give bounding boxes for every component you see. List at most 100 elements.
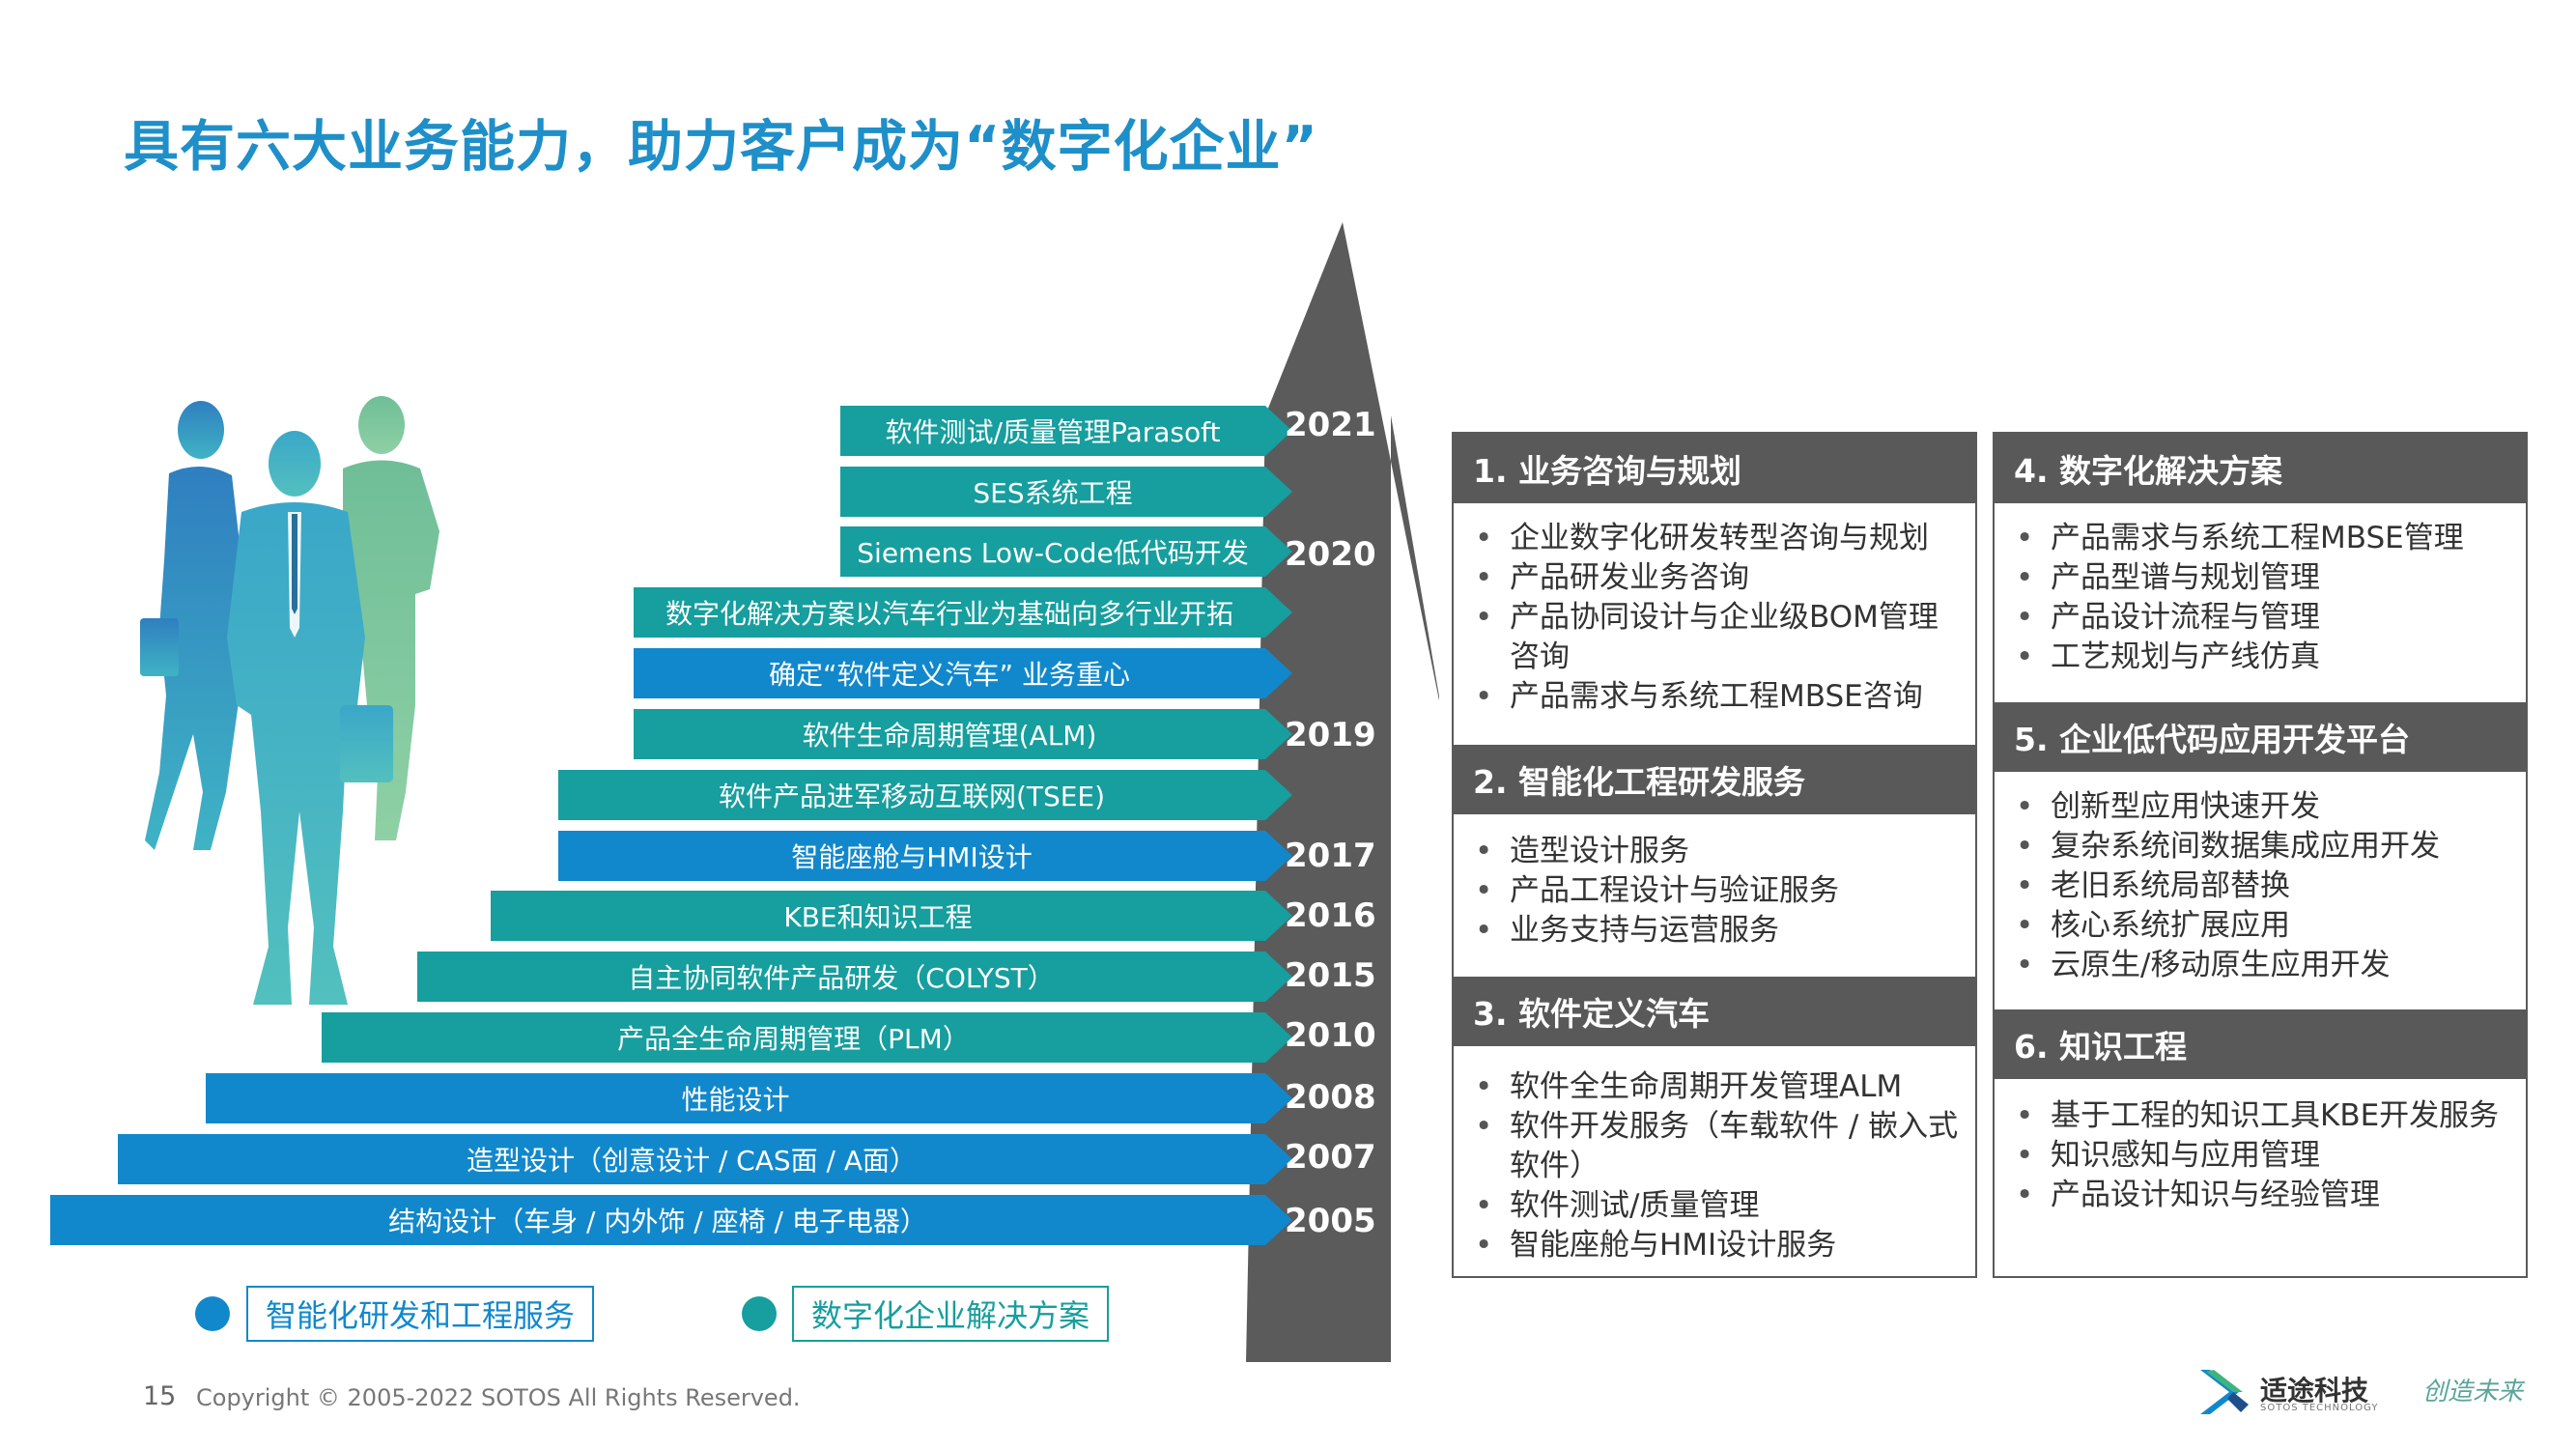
panel-list: 创新型应用快速开发 复杂系统间数据集成应用开发 老旧系统局部替换 核心系统扩展应… <box>1995 787 2526 985</box>
year-label: 2019 <box>1285 716 1376 754</box>
bar-label: 智能座舱与HMI设计 <box>791 841 1033 873</box>
bar-label: 软件生命周期管理(ALM) <box>802 720 1097 752</box>
timeline-bar: 造型设计（创意设计 / CAS面 / A面） <box>118 1134 1292 1184</box>
company-logo-subtitle: SOTOS TECHNOLOGY <box>2260 1403 2379 1413</box>
panel-title: 5. 企业低代码应用开发平台 <box>1995 702 2526 772</box>
capability-panel-left: 1. 业务咨询与规划 企业数字化研发转型咨询与规划 产品研发业务咨询 产品协同设… <box>1452 432 1977 1278</box>
year-label: 2010 <box>1285 1016 1376 1055</box>
list-item: 产品型谱与规划管理 <box>2016 558 2512 598</box>
people-silhouette-illustration <box>140 396 439 1005</box>
company-logo-name: 适途科技 <box>2260 1375 2369 1406</box>
timeline-bar: 自主协同软件产品研发（COLYST） <box>417 952 1292 1002</box>
legend-teal-dot <box>742 1296 777 1331</box>
bar-arrow-tip <box>1265 648 1292 698</box>
bar-arrow-tip <box>1265 1195 1292 1245</box>
legend-blue-label: 智能化研发和工程服务 <box>246 1286 595 1342</box>
year-label: 2007 <box>1285 1138 1376 1177</box>
list-item: 基于工程的知识工具KBE开发服务 <box>2016 1096 2512 1136</box>
list-item: 软件测试/质量管理 <box>1475 1186 1962 1226</box>
panel-list: 企业数字化研发转型咨询与规划 产品研发业务咨询 产品协同设计与企业级BOM管理咨… <box>1454 519 1975 717</box>
timeline-bar: 性能设计 <box>206 1073 1292 1123</box>
panel-list: 基于工程的知识工具KBE开发服务 知识感知与应用管理 产品设计知识与经验管理 <box>1995 1096 2526 1215</box>
list-item: 复杂系统间数据集成应用开发 <box>2016 827 2512 867</box>
year-label: 2005 <box>1285 1202 1376 1240</box>
bar-arrow-tip <box>1265 709 1292 759</box>
list-item: 产品设计知识与经验管理 <box>2016 1176 2512 1215</box>
timeline-bar: 软件测试/质量管理Parasoft <box>840 406 1292 456</box>
list-item: 工艺规划与产线仿真 <box>2016 638 2512 677</box>
page-number: 15 <box>143 1381 177 1411</box>
list-item: 知识感知与应用管理 <box>2016 1136 2512 1176</box>
year-label: 2021 <box>1285 406 1376 444</box>
timeline-bar: 数字化解决方案以汽车行业为基础向多行业开拓 <box>634 587 1292 638</box>
bar-label: Siemens Low-Code低代码开发 <box>857 537 1249 569</box>
list-item: 软件开发服务（车载软件 / 嵌入式软件） <box>1475 1107 1962 1186</box>
timeline-bar: KBE和知识工程 <box>491 891 1292 941</box>
timeline-bar: 软件产品进军移动互联网(TSEE) <box>558 770 1292 820</box>
copyright-text: Copyright © 2005-2022 SOTOS All Rights R… <box>196 1384 801 1411</box>
bar-arrow-tip <box>1265 1073 1292 1123</box>
bar-label: 造型设计（创意设计 / CAS面 / A面） <box>466 1145 918 1177</box>
bar-arrow-tip <box>1265 770 1292 820</box>
bar-label: 软件产品进军移动互联网(TSEE) <box>718 781 1106 812</box>
panel-title: 1. 业务咨询与规划 <box>1454 434 1975 503</box>
list-item: 业务支持与运营服务 <box>1475 911 1962 951</box>
panel-list: 软件全生命周期开发管理ALM 软件开发服务（车载软件 / 嵌入式软件） 软件测试… <box>1454 1067 1975 1265</box>
company-logo-icon <box>2200 1370 2249 1414</box>
year-label: 2017 <box>1285 837 1376 875</box>
bar-label: 性能设计 <box>681 1084 790 1116</box>
timeline-bar: SES系统工程 <box>840 467 1292 517</box>
signature-text: 创造未来 <box>2422 1378 2524 1406</box>
bar-label: 数字化解决方案以汽车行业为基础向多行业开拓 <box>665 598 1233 630</box>
timeline-arrow <box>1246 222 1439 1362</box>
bar-label: 自主协同软件产品研发（COLYST） <box>628 962 1055 994</box>
bar-arrow-tip <box>1265 1012 1292 1063</box>
bar-label: 产品全生命周期管理（PLM） <box>617 1023 970 1055</box>
bar-arrow-tip <box>1265 526 1292 577</box>
panel-title: 2. 智能化工程研发服务 <box>1454 745 1975 814</box>
bar-label: SES系统工程 <box>973 477 1133 509</box>
year-label: 2016 <box>1285 896 1376 935</box>
list-item: 产品需求与系统工程MBSE咨询 <box>1475 677 1962 717</box>
list-item: 软件全生命周期开发管理ALM <box>1475 1067 1962 1107</box>
year-label: 2008 <box>1285 1078 1376 1117</box>
list-item: 产品研发业务咨询 <box>1475 558 1962 598</box>
list-item: 创新型应用快速开发 <box>2016 787 2512 827</box>
list-item: 产品设计流程与管理 <box>2016 598 2512 638</box>
timeline-bar: Siemens Low-Code低代码开发 <box>840 526 1292 577</box>
legend-teal-label: 数字化企业解决方案 <box>792 1286 1110 1342</box>
bar-arrow-tip <box>1265 587 1292 638</box>
list-item: 造型设计服务 <box>1475 832 1962 871</box>
list-item: 老旧系统局部替换 <box>2016 867 2512 906</box>
list-item: 产品工程设计与验证服务 <box>1475 871 1962 911</box>
bar-label: 结构设计（车身 / 内外饰 / 座椅 / 电子电器） <box>388 1206 927 1237</box>
timeline-bar: 结构设计（车身 / 内外饰 / 座椅 / 电子电器） <box>50 1195 1292 1245</box>
bar-label: 软件测试/质量管理Parasoft <box>885 416 1221 448</box>
list-item: 核心系统扩展应用 <box>2016 906 2512 946</box>
year-label: 2015 <box>1285 956 1376 995</box>
list-item: 智能座舱与HMI设计服务 <box>1475 1226 1962 1265</box>
legend-blue-dot <box>195 1296 230 1331</box>
bar-arrow-tip <box>1265 952 1292 1002</box>
panel-list: 造型设计服务 产品工程设计与验证服务 业务支持与运营服务 <box>1454 832 1975 951</box>
bar-arrow-tip <box>1265 467 1292 517</box>
timeline-bar: 产品全生命周期管理（PLM） <box>322 1012 1292 1063</box>
bar-label: 确定“软件定义汽车” 业务重心 <box>769 659 1130 691</box>
bar-arrow-tip <box>1265 406 1292 456</box>
panel-title: 4. 数字化解决方案 <box>1995 434 2526 503</box>
list-item: 产品需求与系统工程MBSE管理 <box>2016 519 2512 558</box>
page-title: 具有六大业务能力，助力客户成为“数字化企业” <box>124 115 1318 179</box>
bar-arrow-tip <box>1265 831 1292 881</box>
list-item: 产品协同设计与企业级BOM管理咨询 <box>1475 598 1962 677</box>
timeline-bar: 确定“软件定义汽车” 业务重心 <box>634 648 1292 698</box>
bar-arrow-tip <box>1265 891 1292 941</box>
timeline-bar: 软件生命周期管理(ALM) <box>634 709 1292 759</box>
panel-title: 6. 知识工程 <box>1995 1009 2526 1079</box>
year-label: 2020 <box>1285 535 1376 574</box>
panel-list: 产品需求与系统工程MBSE管理 产品型谱与规划管理 产品设计流程与管理 工艺规划… <box>1995 519 2526 677</box>
bar-arrow-tip <box>1265 1134 1292 1184</box>
bar-label: KBE和知识工程 <box>783 901 973 933</box>
panel-title: 3. 软件定义汽车 <box>1454 977 1975 1046</box>
list-item: 云原生/移动原生应用开发 <box>2016 946 2512 985</box>
capability-panel-right: 4. 数字化解决方案 产品需求与系统工程MBSE管理 产品型谱与规划管理 产品设… <box>1993 432 2528 1278</box>
